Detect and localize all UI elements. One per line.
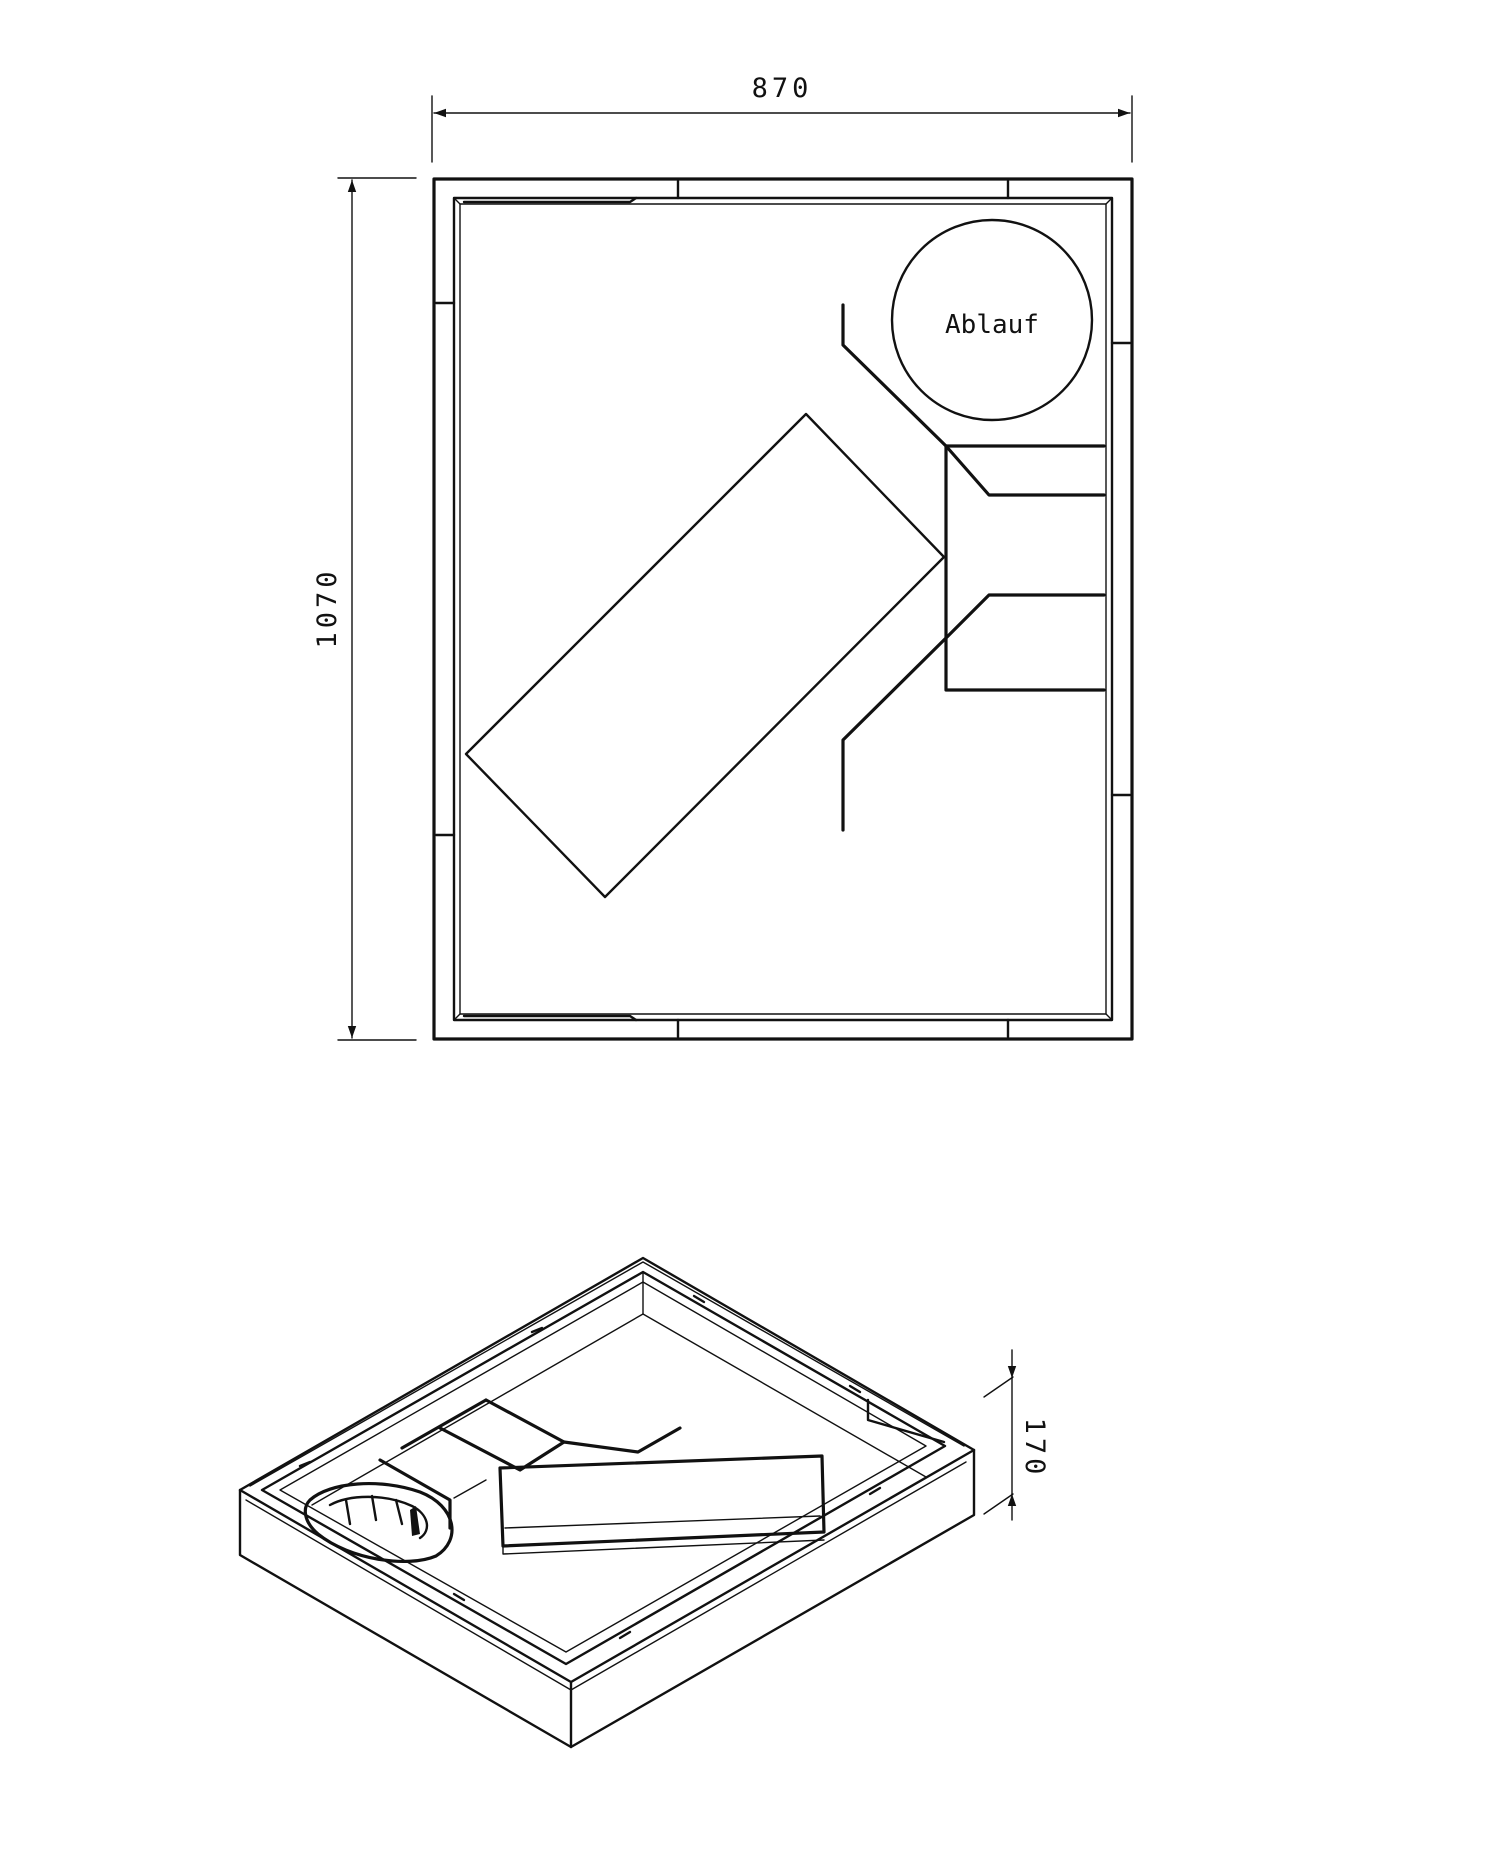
support-block [464,412,946,899]
drain-circle [890,218,1094,422]
iso-channel-upper [438,1398,566,1472]
iso-drain-rim [303,1482,454,1564]
height-extension-bottom [983,1493,1014,1515]
rim-top-left-lip [462,196,638,204]
iso-drain-inner [328,1495,429,1540]
iso-block-edge [499,1467,504,1547]
iso-front-rim-edge [245,1461,967,1691]
width-dimension: 870 [431,73,1133,163]
width-dimension-value: 870 [752,73,813,104]
drain-pipe-channels [841,303,1106,832]
height-dimension-value: 170 [1019,1418,1050,1479]
iso-top-rim-edge [249,1261,965,1487]
iso-channel-extension [562,1426,682,1454]
drain: Ablauf [890,218,1094,422]
iso-drain [303,1482,454,1564]
rim-bottom-left-lip [462,1014,638,1022]
pipe-channel-lower [841,593,1106,832]
length-dimension-value: 1070 [312,567,343,648]
iso-channel-joint [453,1479,487,1499]
height-dimension: 170 [983,1349,1050,1521]
outer-frame [432,177,1134,1041]
inner-frame [452,196,1114,1022]
iso-outer-box [238,1256,976,1749]
drain-label: Ablauf [945,310,1039,340]
iso-block-inner-line [504,1515,821,1529]
iso-drain-fin [410,1506,420,1536]
iso-left-face [238,1488,573,1749]
pipe-brace-side [944,444,1106,692]
frame-joints [434,179,1132,1039]
tray-rim [459,203,1107,1015]
isometric-view: 170 [238,1256,1050,1749]
iso-support-block [498,1454,826,1555]
iso-right-face [569,1448,976,1749]
rim-corner-bevels [453,197,1113,1021]
height-extension-top [983,1376,1014,1398]
iso-inner-walls [260,1270,947,1666]
length-dimension: 1070 [312,177,417,1041]
iso-back-right-floor [642,1313,927,1478]
iso-corner-bracket [866,1398,946,1444]
iso-inner-floor-edge [279,1281,927,1653]
plan-view: 870 1070 Ablau [312,73,1134,1041]
iso-block-bottom [502,1539,825,1555]
iso-rim-joints [298,1294,946,1640]
iso-back-left-floor [311,1313,644,1506]
iso-inner-rim [260,1270,947,1666]
iso-channel-brace [400,1398,488,1450]
iso-drain-ribs [344,1494,404,1526]
